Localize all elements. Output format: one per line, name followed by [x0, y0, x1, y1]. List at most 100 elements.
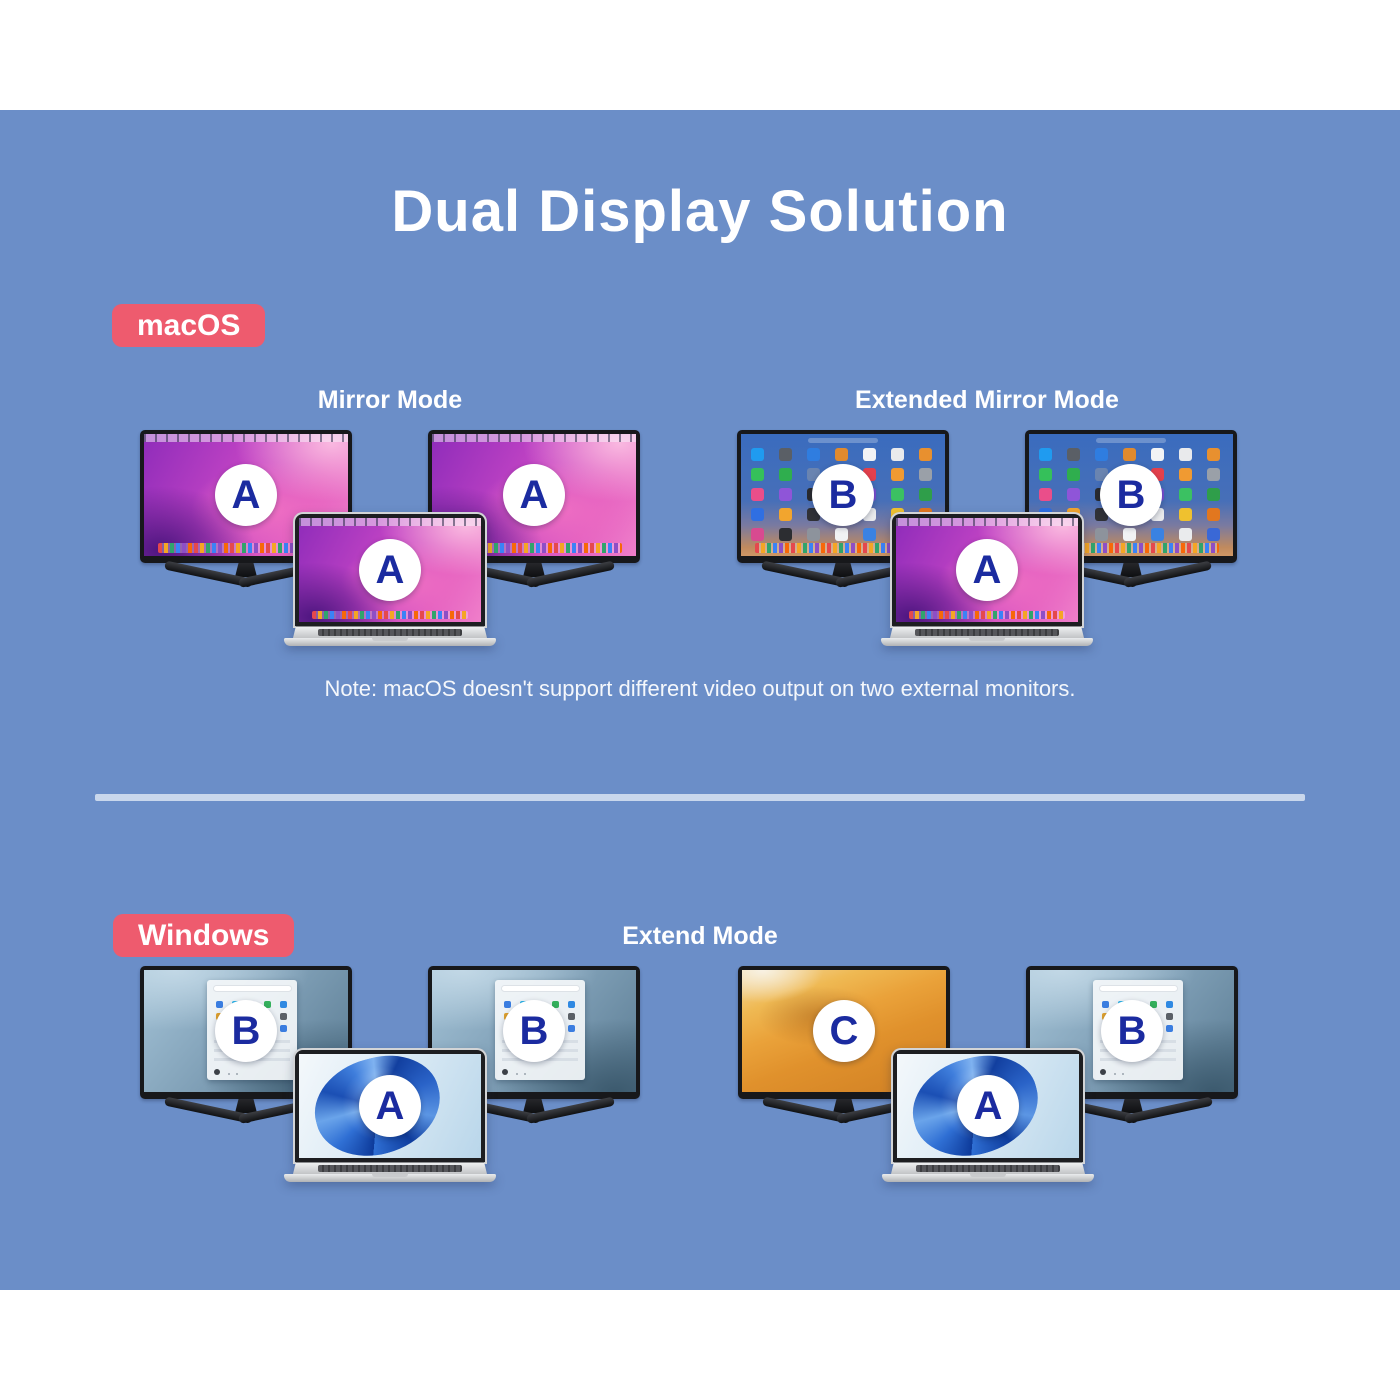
extend-mode-heading: Extend Mode	[622, 922, 778, 950]
macos-monterey-wallpaper: A	[299, 518, 481, 622]
monitor-stand-neck	[833, 1099, 855, 1113]
start-menu-app-grid	[504, 1000, 512, 1008]
monitor-stand-neck	[235, 1099, 257, 1113]
start-menu-search-bar	[212, 984, 292, 992]
display-letter: A	[519, 472, 549, 517]
laptop-keyboard	[915, 629, 1059, 636]
bottom-margin	[0, 1290, 1400, 1400]
laptop-bezel: A	[892, 514, 1082, 626]
display-letter-badge: A	[215, 464, 277, 526]
blue-content-panel: Dual Display Solution macOS Mirror Mode …	[0, 110, 1400, 1290]
launchpad-app-grid	[751, 448, 764, 461]
laptop-keyboard-deck	[293, 626, 487, 638]
macos-badge: macOS	[112, 304, 266, 347]
laptop-base	[881, 1174, 1095, 1182]
display-letter-badge: A	[957, 1075, 1019, 1137]
windows-11-bloom-wallpaper: A	[897, 1054, 1079, 1158]
start-menu-user-row	[1100, 1068, 1107, 1075]
windows-11-bloom-wallpaper: A	[299, 1054, 481, 1158]
laptop-keyboard-deck	[890, 626, 1084, 638]
display-letter: A	[973, 1083, 1003, 1128]
page-title: Dual Display Solution	[391, 179, 1009, 244]
display-letter: A	[972, 547, 1002, 592]
launchpad-search-bar	[808, 438, 878, 443]
display-letter: A	[375, 547, 405, 592]
display-letter: A	[231, 472, 261, 517]
display-letter-badge: A	[956, 539, 1018, 601]
display-letter: B	[519, 1008, 549, 1053]
macos-dock	[755, 543, 931, 553]
macos-monterey-wallpaper: A	[896, 518, 1078, 622]
external-monitor: A	[140, 430, 352, 601]
macos-menubar	[144, 434, 348, 442]
windows-desktop-wallpaper: B	[432, 970, 636, 1092]
display-letter-badge: A	[359, 539, 421, 601]
display-letter: B	[828, 472, 858, 517]
macos-dock	[908, 611, 1066, 619]
monitor-bezel: B	[737, 430, 949, 563]
windows-extend-group-right: C	[738, 966, 1238, 1226]
launchpad-app-grid	[1039, 448, 1052, 461]
start-menu-app-grid	[216, 1000, 224, 1008]
laptop: A	[283, 514, 497, 646]
macos-dock	[446, 543, 622, 553]
laptop-keyboard	[916, 1165, 1060, 1172]
display-letter-badge: A	[359, 1075, 421, 1137]
monitor-stand-neck	[523, 563, 545, 577]
macos-monterey-wallpaper: A	[144, 434, 348, 556]
laptop: A	[881, 1050, 1095, 1182]
external-monitor: B	[737, 430, 949, 601]
display-letter-badge: B	[1100, 464, 1162, 526]
macos-menubar	[432, 434, 636, 442]
extended-mirror-mode-heading: Extended Mirror Mode	[855, 386, 1119, 414]
laptop-keyboard	[318, 629, 462, 636]
monitor-stand-neck	[523, 1099, 545, 1113]
laptop-base	[283, 638, 497, 646]
display-letter-badge: B	[215, 1000, 277, 1062]
laptop-keyboard-deck	[891, 1162, 1085, 1174]
laptop-bezel: A	[295, 514, 485, 626]
display-letter: B	[1117, 1008, 1147, 1053]
laptop-keyboard	[318, 1165, 462, 1172]
display-letter: B	[1116, 472, 1146, 517]
top-margin	[0, 0, 1400, 110]
desert-dunes-wallpaper: C	[742, 970, 946, 1092]
macos-dock	[158, 543, 334, 553]
monitor-stand-neck	[832, 563, 854, 577]
start-menu-user-row	[214, 1068, 221, 1075]
laptop: A	[880, 514, 1094, 646]
start-menu-search-bar	[500, 984, 580, 992]
launchpad-search-bar	[1096, 438, 1166, 443]
display-letter: A	[375, 1083, 405, 1128]
windows-extend-group-left: B	[140, 966, 640, 1226]
laptop-base	[880, 638, 1094, 646]
start-menu-app-grid	[1102, 1000, 1110, 1008]
display-letter: C	[829, 1008, 859, 1053]
section-divider	[95, 794, 1305, 801]
start-menu-user-row	[502, 1068, 509, 1075]
start-menu-search-bar	[1098, 984, 1178, 992]
laptop-bezel: A	[893, 1050, 1083, 1162]
laptop-bezel: A	[295, 1050, 485, 1162]
display-letter-badge: B	[1101, 1000, 1163, 1062]
laptop: A	[283, 1050, 497, 1182]
laptop-base	[283, 1174, 497, 1182]
display-letter-badge: B	[812, 464, 874, 526]
monitor-bezel: A	[140, 430, 352, 563]
monitor-stand-neck	[1120, 563, 1142, 577]
monitor-stand-neck	[1121, 1099, 1143, 1113]
mirror-mode-heading: Mirror Mode	[317, 386, 463, 414]
macos-menubar	[299, 518, 481, 526]
macos-launchpad-wallpaper: B	[741, 434, 945, 556]
macos-note: Note: macOS doesn't support different vi…	[324, 676, 1076, 701]
monitor-stand-neck	[235, 563, 257, 577]
macos-mirror-group: A A	[140, 430, 640, 690]
macos-menubar	[896, 518, 1078, 526]
laptop-keyboard-deck	[293, 1162, 487, 1174]
display-letter: B	[231, 1008, 261, 1053]
macos-dock	[1043, 543, 1219, 553]
windows-badge: Windows	[113, 914, 295, 957]
macos-extended-mirror-group: B B	[737, 430, 1237, 690]
display-letter-badge: A	[503, 464, 565, 526]
